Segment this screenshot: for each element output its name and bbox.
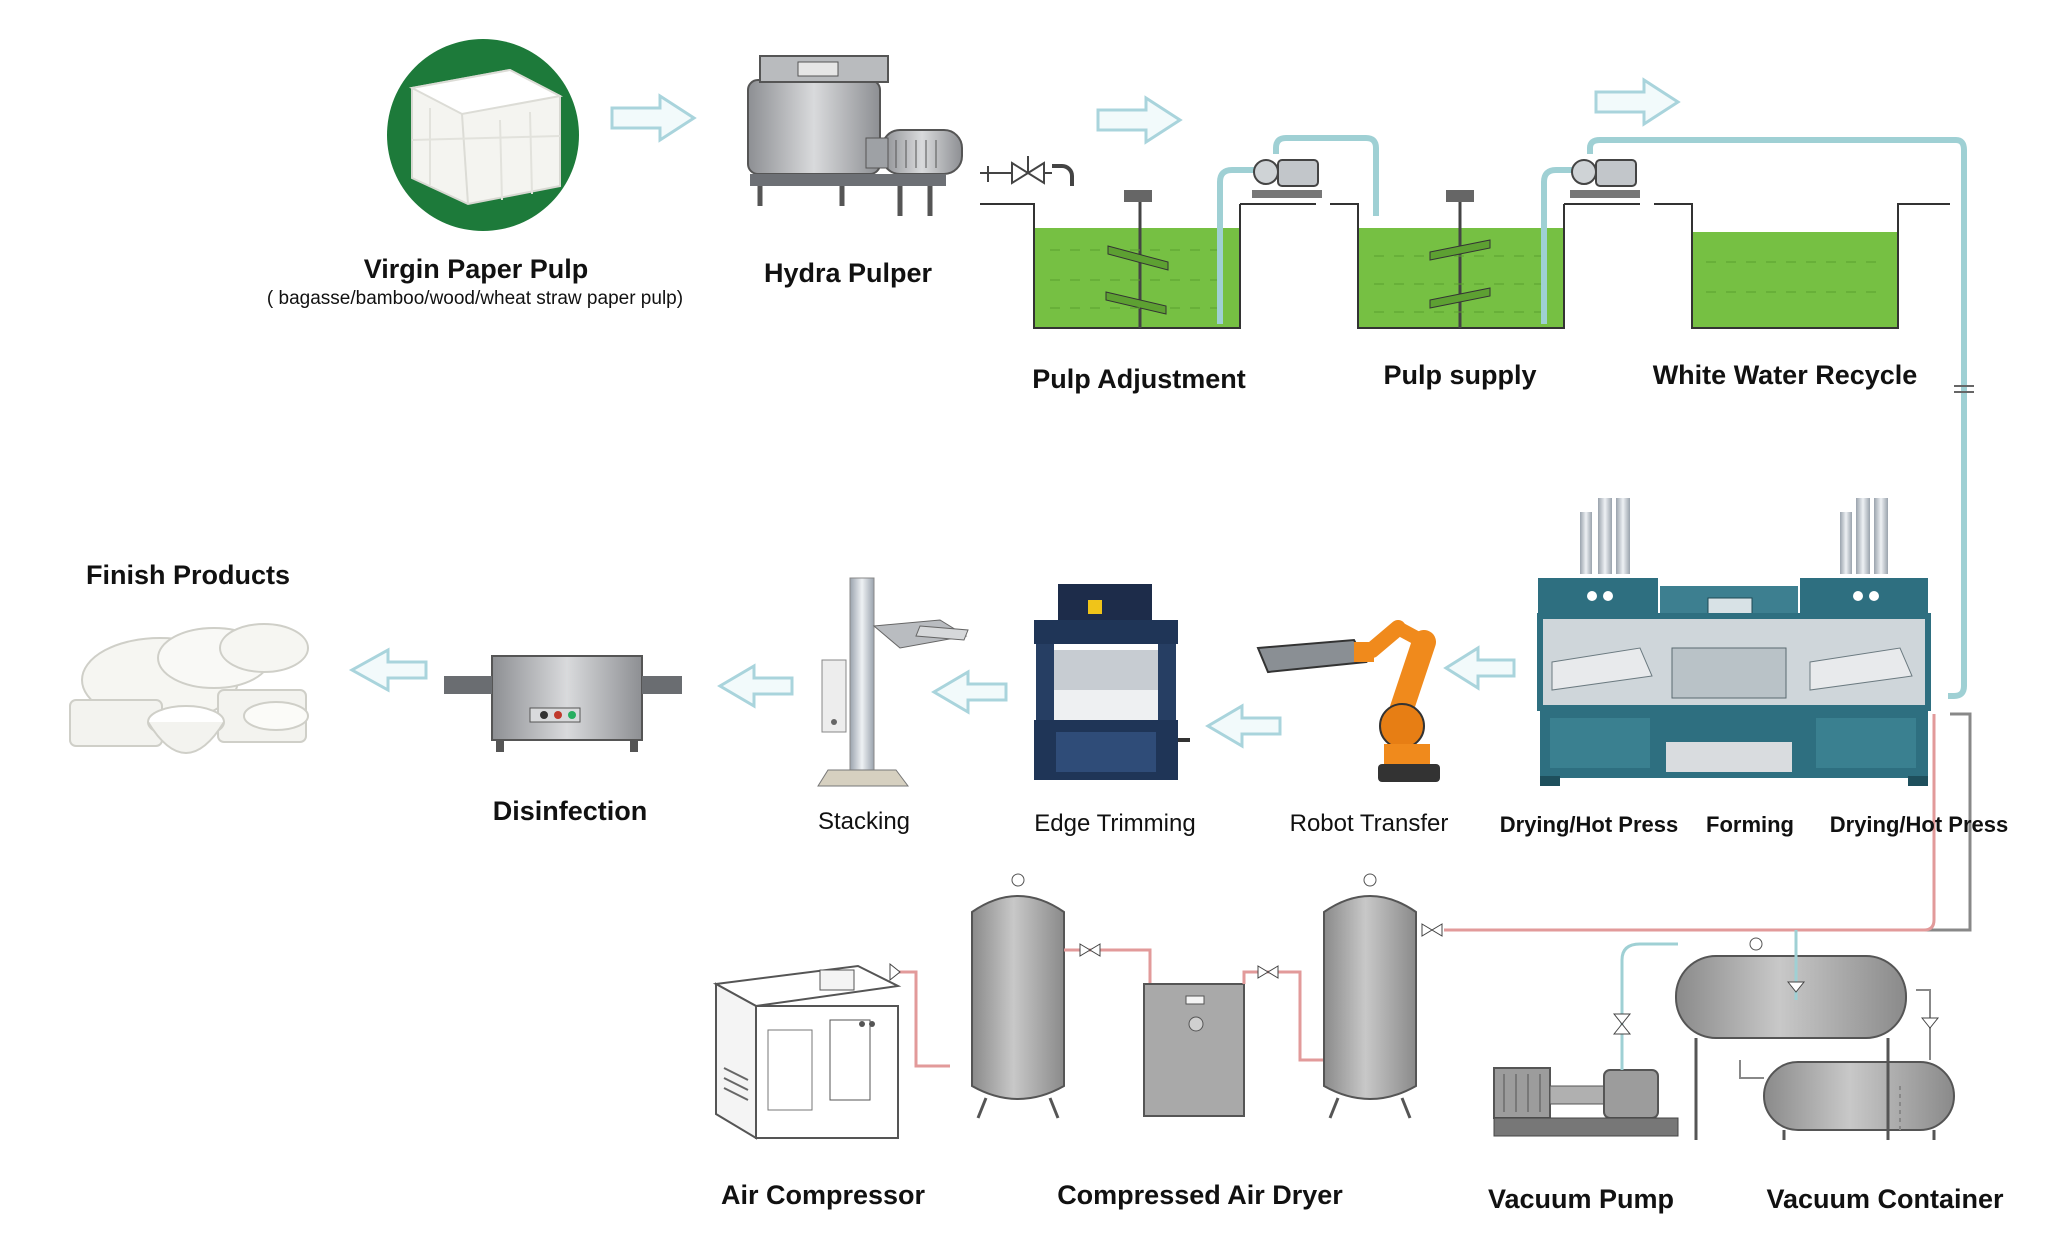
robot-transfer-image bbox=[1256, 620, 1440, 782]
label-compressed-air-dryer: Compressed Air Dryer bbox=[1057, 1180, 1343, 1210]
label-white-water-recycle: White Water Recycle bbox=[1652, 360, 1918, 390]
edge-trimming-image bbox=[1034, 584, 1190, 780]
label-hydra-pulper: Hydra Pulper bbox=[763, 258, 933, 288]
vacuum-line bbox=[1444, 712, 1972, 932]
flow-arrow-stacking-to-disinfection bbox=[717, 663, 794, 709]
air-tank-2 bbox=[1323, 873, 1443, 1119]
pump-white-water bbox=[1541, 137, 1974, 699]
compressed-air-dryer-image bbox=[1143, 965, 1326, 1117]
flow-arrow-pulper-to-tanks bbox=[1096, 95, 1183, 145]
air-compressor-image bbox=[712, 962, 950, 1140]
flow-arrow-disinfection-to-products bbox=[348, 647, 428, 693]
label-virgin-paper-pulp: Virgin Paper Pulp bbox=[363, 254, 589, 284]
label-stacking: Stacking bbox=[817, 808, 911, 835]
label-robot-transfer: Robot Transfer bbox=[1289, 810, 1449, 837]
label-pulp-supply: Pulp supply bbox=[1383, 360, 1537, 390]
label-vacuum-container: Vacuum Container bbox=[1766, 1184, 2004, 1214]
label-forming: Forming bbox=[1706, 812, 1794, 837]
valve-inlet bbox=[980, 156, 1074, 186]
tank-white-water bbox=[1564, 203, 1950, 329]
stacking-image bbox=[817, 577, 969, 787]
label-virgin-paper-pulp-sub: ( bagasse/bamboo/wood/wheat straw paper … bbox=[266, 288, 684, 309]
pump-pulp-transfer bbox=[1217, 135, 1379, 324]
forming-machine-image bbox=[1537, 498, 1931, 786]
label-pulp-adjustment: Pulp Adjustment bbox=[1032, 364, 1246, 394]
virgin-pulp-image bbox=[387, 39, 579, 231]
label-drying-hot-press-right: Drying/Hot Press bbox=[1829, 812, 2009, 837]
finish-products-image bbox=[69, 623, 309, 754]
label-disinfection: Disinfection bbox=[492, 796, 648, 826]
hydra-pulper-image bbox=[747, 55, 963, 216]
flow-arrow-robot-to-trimming bbox=[1205, 703, 1282, 749]
flow-arrow-to-white-water bbox=[1594, 77, 1681, 127]
label-air-compressor: Air Compressor bbox=[720, 1180, 926, 1210]
tank-pulp-supply bbox=[1240, 190, 1565, 329]
vacuum-pump-image bbox=[1493, 942, 1679, 1137]
vacuum-container-image bbox=[1675, 930, 1955, 1140]
flow-arrow-trimming-to-stacking bbox=[931, 669, 1008, 715]
air-tank-1 bbox=[971, 873, 1152, 1119]
flow-arrow-pulp-to-pulper bbox=[610, 93, 697, 143]
disinfection-image bbox=[444, 655, 682, 752]
label-edge-trimming: Edge Trimming bbox=[1034, 810, 1196, 837]
tank-pulp-adjustment bbox=[980, 190, 1241, 329]
label-vacuum-pump: Vacuum Pump bbox=[1487, 1184, 1675, 1214]
flow-arrow-forming-to-robot bbox=[1443, 645, 1516, 691]
label-finish-products: Finish Products bbox=[85, 560, 291, 590]
label-drying-hot-press-left: Drying/Hot Press bbox=[1499, 812, 1679, 837]
